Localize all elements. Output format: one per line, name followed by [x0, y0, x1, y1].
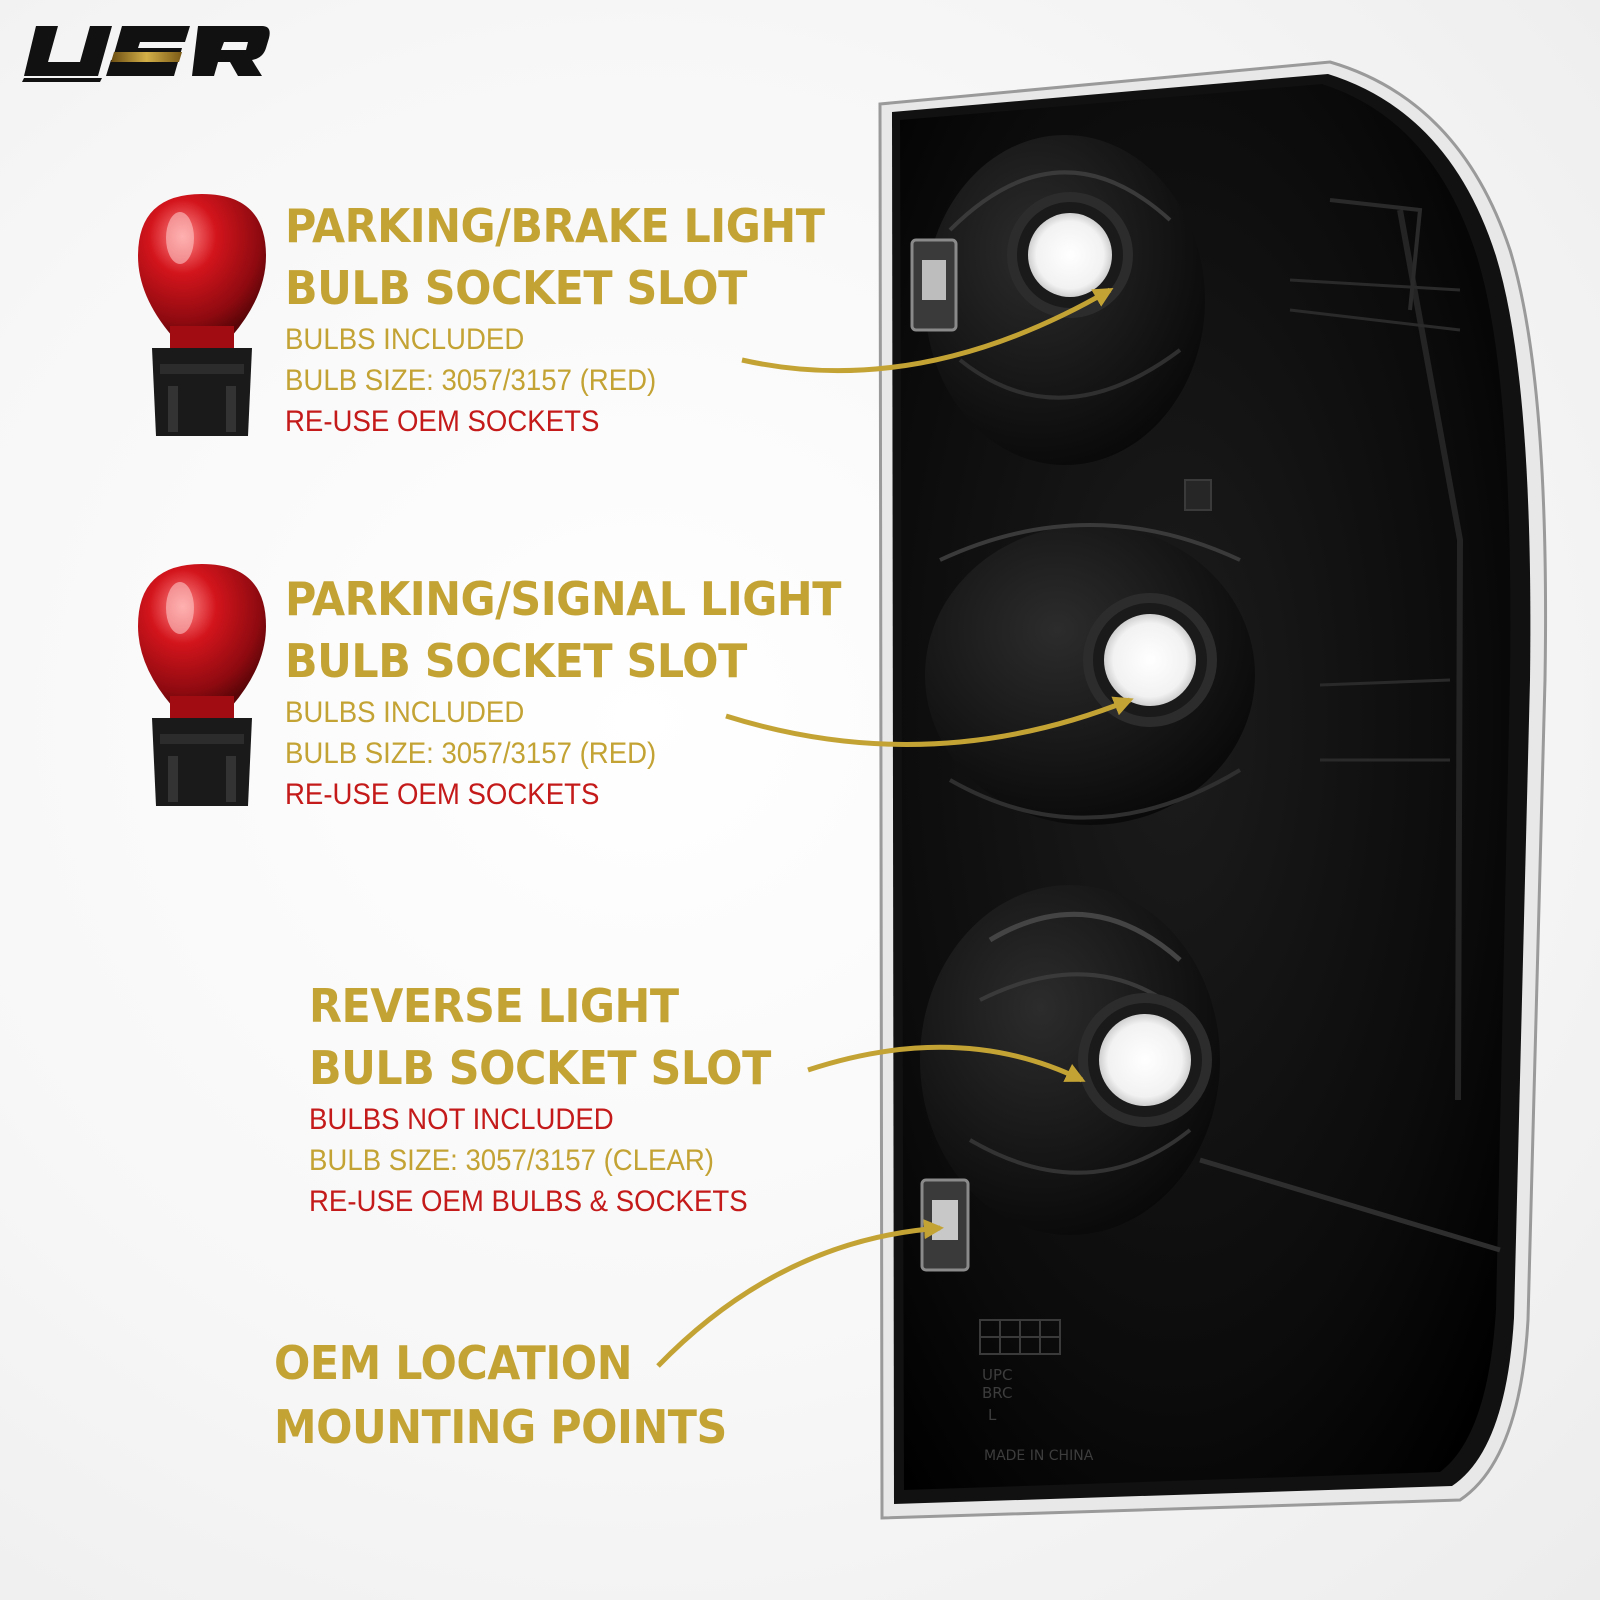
marking-code-2: BRC: [982, 1384, 1012, 1402]
callout-detail: BULB SIZE: 3057/3157 (CLEAR): [309, 1144, 715, 1177]
callout-title: REVERSE LIGHT: [309, 979, 679, 1033]
red-bulb-icon: [138, 194, 266, 436]
callout-signal-light: PARKING/SIGNAL LIGHT BULB SOCKET SLOT BU…: [285, 568, 883, 815]
made-in-marking: MADE IN CHINA: [984, 1448, 1094, 1464]
mounting-clip-bottom: [920, 1178, 970, 1272]
callout-title: BULB SOCKET SLOT: [309, 1041, 771, 1095]
callout-detail: BULB SIZE: 3057/3157 (RED): [285, 364, 657, 397]
embossed-markings: UPC BRC L MADE IN CHINA: [979, 1319, 1094, 1464]
marking-code-1: UPC: [982, 1366, 1013, 1384]
marking-code-3: L: [988, 1406, 997, 1424]
mounting-clip-top: [910, 238, 958, 332]
callout-reverse-light: REVERSE LIGHT BULB SOCKET SLOT BULBS NOT…: [309, 975, 806, 1222]
callout-title: BULB SOCKET SLOT: [285, 261, 747, 315]
callout-detail: RE-USE OEM BULBS & SOCKETS: [309, 1185, 748, 1218]
callout-title: PARKING/BRAKE LIGHT: [285, 199, 825, 253]
callout-title: PARKING/SIGNAL LIGHT: [285, 572, 841, 626]
callout-title: OEM LOCATION: [274, 1336, 633, 1390]
callout-detail: BULBS INCLUDED: [285, 696, 525, 729]
callout-detail: BULBS INCLUDED: [285, 323, 525, 356]
callout-title: MOUNTING POINTS: [274, 1400, 727, 1454]
callout-detail: RE-USE OEM SOCKETS: [285, 778, 600, 811]
callout-detail: BULBS NOT INCLUDED: [309, 1103, 614, 1136]
callout-brake-light: PARKING/BRAKE LIGHT BULB SOCKET SLOT BUL…: [285, 195, 865, 442]
callout-detail: BULB SIZE: 3057/3157 (RED): [285, 737, 657, 770]
red-bulb-icon: [138, 564, 266, 806]
callout-detail: RE-USE OEM SOCKETS: [285, 405, 600, 438]
usr-logo: [22, 26, 270, 82]
callout-mounting-points: OEM LOCATION MOUNTING POINTS: [274, 1331, 761, 1459]
callout-title: BULB SOCKET SLOT: [285, 634, 747, 688]
tail-lamp-rear-view: UPC BRC L MADE IN CHINA: [878, 60, 1548, 1520]
